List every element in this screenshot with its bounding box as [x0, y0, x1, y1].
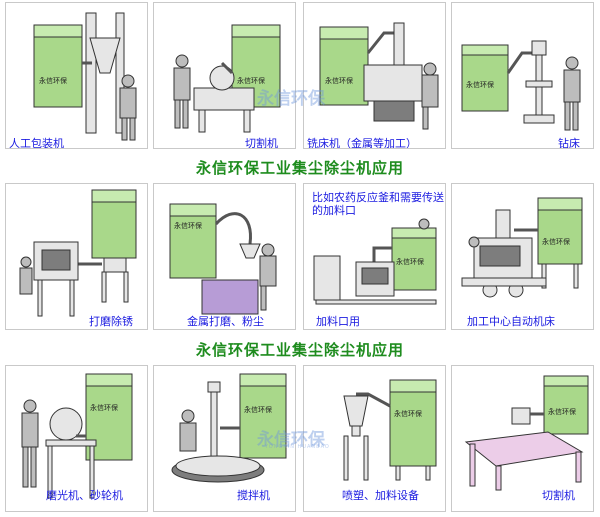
drilling-machine-illustration: 永信环保 [461, 40, 581, 131]
feeding-port-illustration: 永信环保 [313, 218, 437, 305]
panel-label: 人工包装机 [9, 137, 64, 149]
cabinet-label: 永信环保 [396, 257, 424, 266]
panel-label: 金属打磨、粉尘 [187, 315, 264, 328]
polishing-grinding-wheel-illustration: 永信环保 [21, 373, 133, 499]
milling-machine-illustration: 永信环保 [319, 22, 439, 130]
panel-label: 铣床机（金属等加工） [307, 137, 417, 149]
metal-grinding-dust-illustration: 永信环保 [169, 203, 277, 315]
cabinet-label: 永信环保 [325, 76, 353, 85]
cutting-machine-illustration: 永信环保 [173, 24, 281, 133]
cnc-machining-center-illustration: 永信环保 [461, 197, 583, 298]
cabinet-label: 永信环保 [174, 221, 202, 230]
mixer-illustration: 永信环保 [171, 373, 287, 483]
panel-metal-grinding-dust: 永信环保 金属打磨、粉尘 [153, 183, 296, 330]
panel-powder-coating: 永信环保 喷塑、加料设备 [303, 365, 446, 512]
cabinet-label: 永信环保 [244, 405, 272, 414]
panel-milling-machine: 永信环保 铣床机（金属等加工） [303, 2, 446, 149]
cabinet-label: 永信环保 [394, 409, 422, 418]
cabinet-label: 永信环保 [466, 80, 494, 89]
watermark-sub: YONGXIN HUANBAO [265, 444, 330, 450]
panel-label: 搅拌机 [237, 489, 270, 502]
watermark-top: 永信环保 [257, 89, 325, 109]
panel-label: 加料口用 [316, 315, 360, 328]
row1-heading: 永信环保工业集尘除尘机应用 [195, 159, 404, 177]
cabinet-label: 永信环保 [39, 76, 67, 85]
panel-grinding-derusting: 打磨除锈 [5, 183, 148, 330]
panel-label: 喷塑、加料设备 [342, 489, 419, 502]
row2-heading: 永信环保工业集尘除尘机应用 [195, 341, 404, 359]
powder-coating-illustration: 永信环保 [343, 379, 437, 481]
panel-label: 磨光机、砂轮机 [46, 489, 123, 502]
panel-label: 切割机 [245, 137, 278, 149]
cutting-machine-2-illustration: 永信环保 [464, 375, 589, 491]
panel-label: 打磨除锈 [89, 315, 133, 328]
manual-packing-illustration: 永信环保 [33, 12, 137, 141]
panel-cutting-machine: 永信环保 切割机 [153, 2, 296, 149]
feeding-port-note: 比如农药反应釜和需要传送的加料口 [312, 191, 444, 217]
cabinet-label: 永信环保 [542, 237, 570, 246]
grinding-derusting-illustration [19, 189, 137, 317]
panel-feeding-port: 永信环保 比如农药反应釜和需要传送的加料口 加料口用 [303, 183, 446, 330]
panel-drilling-machine: 永信环保 钻床 [451, 2, 594, 149]
cabinet-label: 永信环保 [90, 403, 118, 412]
watermark-bottom: 永信环保 [257, 430, 325, 450]
panel-cnc-machining-center: 永信环保 加工中心自动机床 [451, 183, 594, 330]
panel-manual-packing: 永信环保 人工包装机 [5, 2, 148, 149]
panel-label: 切割机 [542, 489, 575, 502]
panel-cutting-machine-2: 永信环保 切割机 [451, 365, 594, 512]
cabinet-label: 永信环保 [548, 407, 576, 416]
cabinet-label: 永信环保 [237, 76, 265, 85]
panel-mixer: 永信环保 搅拌机 [153, 365, 296, 512]
panel-label: 钻床 [558, 137, 580, 149]
panel-label: 加工中心自动机床 [467, 315, 555, 328]
panel-polishing-grinding-wheel: 永信环保 磨光机、砂轮机 [5, 365, 148, 512]
